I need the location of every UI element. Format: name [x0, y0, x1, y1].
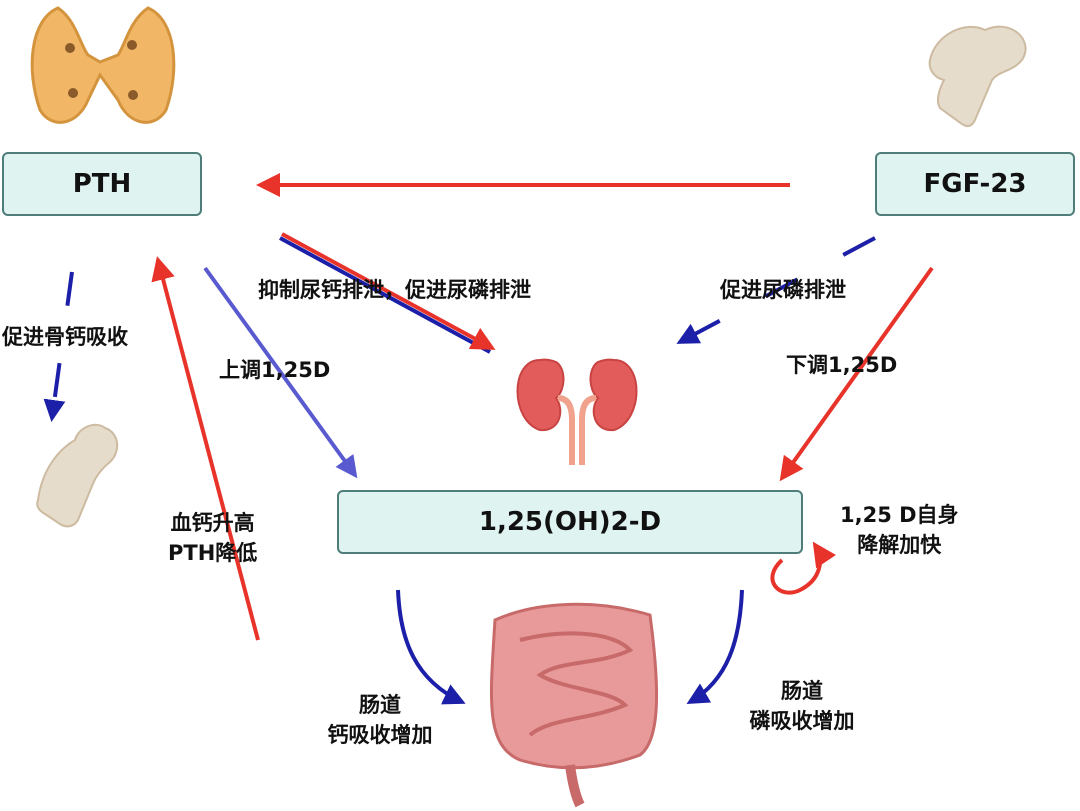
label-intestine-p-line1: 肠道: [781, 679, 823, 703]
label-downregulate: 下调1,25D: [786, 353, 898, 377]
vitd-label: 1,25(OH)2-D: [478, 507, 662, 537]
arrow-pth-upregulate-vitd: [203, 266, 358, 479]
arrow-vitd-to-intestine-ca: [396, 589, 466, 705]
label-upregulate: 上调1,25D: [219, 358, 331, 382]
label-intestine-p: 肠道 磷吸收增加: [722, 676, 882, 736]
label-self-degrade-line2: 降解加快: [857, 533, 942, 557]
arrow-self-degrade-loop: [770, 541, 837, 595]
label-kidney-from-pth: 抑制尿钙排泄，促进尿磷排泄: [258, 278, 531, 302]
label-feedback-line1: 血钙升高: [170, 511, 255, 535]
kidney-icon: [516, 358, 638, 465]
arrow-feedback-to-pth: [151, 256, 260, 641]
bone-icon: [928, 25, 1027, 128]
fgf23-label: FGF-23: [923, 169, 1027, 199]
pth-node: PTH: [2, 152, 202, 216]
vitd-node: 1,25(OH)2-D: [337, 490, 803, 554]
label-intestine-ca-line2: 钙吸收增加: [327, 723, 433, 747]
label-feedback: 血钙升高 PTH降低: [168, 508, 257, 568]
arrow-pth-to-bone: [43, 271, 74, 422]
label-intestine-p-line2: 磷吸收增加: [749, 709, 855, 733]
label-self-degrade: 1,25 D自身 降解加快: [840, 500, 959, 560]
label-bone-calcium: 促进骨钙吸收: [2, 325, 128, 349]
arrow-fgf23-to-kidney: [676, 236, 876, 344]
arrow-fgf23-downregulate-vitd: [779, 266, 934, 482]
label-self-degrade-line1: 1,25 D自身: [840, 503, 959, 527]
thyroid-icon: [30, 6, 176, 124]
intestine-icon: [490, 602, 659, 808]
label-feedback-line2: PTH降低: [168, 541, 258, 565]
arrow-pth-to-kidney-red: [281, 232, 496, 350]
label-kidney-from-fgf: 促进尿磷排泄: [720, 278, 846, 302]
bone-icon: [36, 423, 119, 528]
arrow-vitd-to-intestine-p: [686, 589, 744, 705]
label-intestine-ca: 肠道 钙吸收增加: [300, 690, 460, 750]
label-intestine-ca-line1: 肠道: [359, 693, 401, 717]
pth-label: PTH: [72, 169, 132, 199]
arrow-pth-to-kidney-blue: [279, 236, 491, 354]
fgf23-node: FGF-23: [875, 152, 1075, 216]
